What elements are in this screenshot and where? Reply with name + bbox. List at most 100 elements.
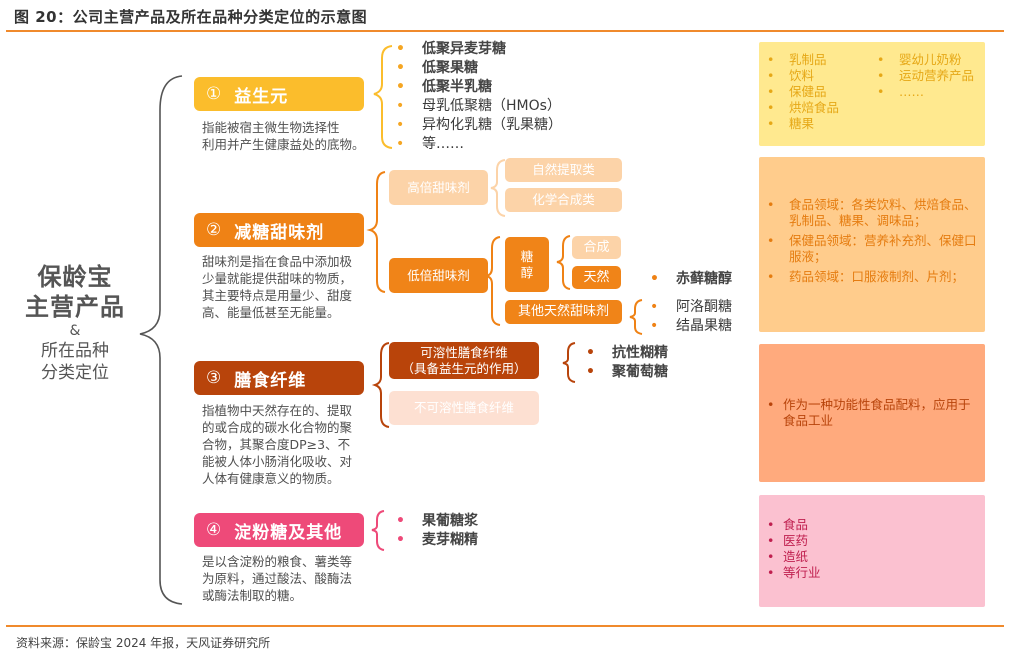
prebiotics-applications-panel: •乳制品 •饮料 •保健品 •烘焙食品 •糖果 •婴幼儿奶粉 •运动营养产品 •…: [759, 42, 985, 146]
bullet-icon: •: [877, 68, 885, 83]
natural-box[interactable]: 天然: [572, 266, 621, 289]
category-number: ②: [206, 220, 223, 240]
sweeteners-applications-panel: •食品领域：各类饮料、烘焙食品、乳制品、糖果、调味品； •保健品领域：营养补充剂…: [759, 157, 985, 332]
desc-line: 少量就能提供甜味的物质，: [202, 271, 353, 286]
category-label: 淀粉糖及其他: [234, 522, 343, 543]
soluble-fiber-box[interactable]: 可溶性膳食纤维 （具备益生元的作用）: [389, 342, 539, 379]
item-text: 烘焙食品: [789, 100, 840, 115]
bullet-icon: •: [650, 271, 659, 287]
category-number: ①: [206, 84, 223, 104]
bullet-icon: •: [586, 364, 595, 380]
category-number: ③: [206, 368, 223, 388]
item-text: 聚葡萄糖: [612, 364, 668, 380]
desc-line: 甜味剂是指在食品中添加极: [202, 254, 353, 269]
application-item: •造纸: [767, 549, 977, 565]
item-text: 糖果: [789, 116, 815, 131]
desc-line: 其主要特点是用量少、甜度: [202, 288, 353, 303]
other-natural-items: • 阿洛酮糖 •结晶果糖: [650, 298, 732, 336]
category-number: ④: [206, 520, 223, 540]
category-label: 膳食纤维: [234, 370, 307, 391]
item-text: 药品领域：口服液制剂、片剂；: [789, 269, 965, 284]
application-item: • 糖果: [767, 116, 877, 132]
bullet-icon: •: [396, 98, 405, 114]
bullet-icon: •: [767, 565, 775, 580]
application-item: • 运动营养产品: [877, 68, 974, 84]
bullet-icon: •: [396, 79, 405, 95]
root-line-2: 主营产品: [25, 293, 125, 321]
bullet-icon: •: [767, 68, 775, 83]
item-text: ……: [899, 84, 924, 99]
application-item: • 药品领域：口服液制剂、片剂；: [767, 269, 977, 285]
sugar-alcohol-char: 糖: [520, 248, 534, 264]
desc-line: 合物，其聚合度DP≥3、不: [202, 437, 351, 452]
list-item: •母乳低聚糖（HMOs）: [396, 97, 562, 116]
bullet-icon: •: [396, 60, 405, 76]
starch-sugar-items: •果葡糖浆 •麦芽糊精: [396, 512, 478, 550]
other-natural-sweetener-box[interactable]: 其他天然甜味剂: [505, 300, 622, 324]
application-item: •乳制品: [767, 52, 877, 68]
list-item: •抗性糊精: [586, 344, 668, 363]
desc-line: 高、能量低甚至无能量。: [202, 305, 340, 320]
desc-line: 人体有健康意义的物质。: [202, 471, 340, 486]
starch-sugar-applications-panel: •食品 •医药 •造纸 •等行业: [759, 495, 985, 607]
insoluble-fiber-box[interactable]: 不可溶性膳食纤维: [389, 391, 539, 425]
item-text: 婴幼儿奶粉: [899, 52, 962, 67]
bullet-icon: •: [767, 517, 775, 532]
list-item: •低聚异麦芽糖: [396, 40, 562, 59]
item-text: 低聚异麦芽糖: [422, 41, 506, 57]
list-item: •结晶果糖: [650, 317, 732, 336]
application-item: •食品领域：各类饮料、烘焙食品、乳制品、糖果、调味品；: [767, 197, 977, 229]
root-line-1: 保龄宝: [37, 263, 113, 291]
chemical-synthesis-box[interactable]: 化学合成类: [505, 188, 622, 212]
bullet-icon: •: [767, 100, 775, 115]
item-text: 果葡糖浆: [422, 513, 478, 529]
dietary-fiber-description: 指植物中天然存在的、提取 的或合成的碳水化合物的聚 合物，其聚合度DP≥3、不 …: [202, 402, 352, 487]
list-item: • 赤藓糖醇: [650, 270, 732, 289]
category-prebiotics[interactable]: ① 益生元: [194, 77, 364, 111]
prebiotics-list: •低聚异麦芽糖 •低聚果糖 •低聚半乳糖 •母乳低聚糖（HMOs） •异构化乳糖…: [396, 40, 562, 154]
root-line-4: 分类定位: [41, 363, 109, 383]
high-intensity-sweetener-box[interactable]: 高倍甜味剂: [389, 170, 488, 205]
item-text: 结晶果糖: [676, 318, 732, 334]
item-text: 乳制品: [789, 52, 827, 67]
item-text: 饮料: [789, 68, 815, 83]
category-sweeteners[interactable]: ② 减糖甜味剂: [194, 213, 364, 247]
bullet-icon: •: [767, 116, 775, 131]
sugar-alcohol-box[interactable]: 糖 醇: [505, 237, 549, 292]
application-item: •……: [877, 84, 974, 100]
item-text: 造纸: [783, 549, 809, 564]
root-ampersand: &: [69, 323, 81, 339]
list-item: •低聚半乳糖: [396, 78, 562, 97]
category-dietary-fiber[interactable]: ③ 膳食纤维: [194, 361, 364, 395]
list-item: •等……: [396, 135, 562, 154]
natural-item: • 赤藓糖醇: [650, 270, 732, 289]
item-text: 食品: [783, 517, 809, 532]
category-starch-sugar[interactable]: ④ 淀粉糖及其他: [194, 513, 364, 547]
application-item: •保健品领域：营养补充剂、保健口服液；: [767, 233, 977, 265]
bullet-icon: •: [650, 299, 659, 315]
item-text: 阿洛酮糖: [676, 299, 732, 315]
item-text: 作为一种功能性食品配料，应用于食品工业: [783, 397, 971, 428]
bullet-icon: •: [767, 269, 775, 284]
low-intensity-sweetener-box[interactable]: 低倍甜味剂: [389, 258, 488, 293]
natural-extract-box[interactable]: 自然提取类: [505, 158, 622, 182]
bullet-icon: •: [877, 52, 885, 67]
soluble-fiber-note: （具备益生元的作用）: [401, 360, 527, 376]
top-divider: [6, 30, 1004, 32]
item-text: 运动营养产品: [899, 68, 975, 83]
desc-line: 为原料，通过酸法、酸酶法: [202, 571, 353, 586]
item-text: 低聚果糖: [422, 60, 478, 76]
item-text: 等行业: [783, 565, 821, 580]
desc-line: 或酶法制取的糖。: [202, 588, 303, 603]
category-label: 减糖甜味剂: [234, 222, 325, 243]
synthetic-box[interactable]: 合成: [572, 236, 621, 259]
bullet-icon: •: [767, 84, 775, 99]
application-item: • 食品: [767, 517, 977, 533]
bullet-icon: •: [396, 136, 405, 152]
application-item: •医药: [767, 533, 977, 549]
desc-line: 指能被宿主微生物选择性: [202, 120, 340, 135]
application-item: • 等行业: [767, 565, 977, 581]
bullet-icon: •: [767, 533, 775, 548]
item-text: 赤藓糖醇: [676, 271, 732, 287]
